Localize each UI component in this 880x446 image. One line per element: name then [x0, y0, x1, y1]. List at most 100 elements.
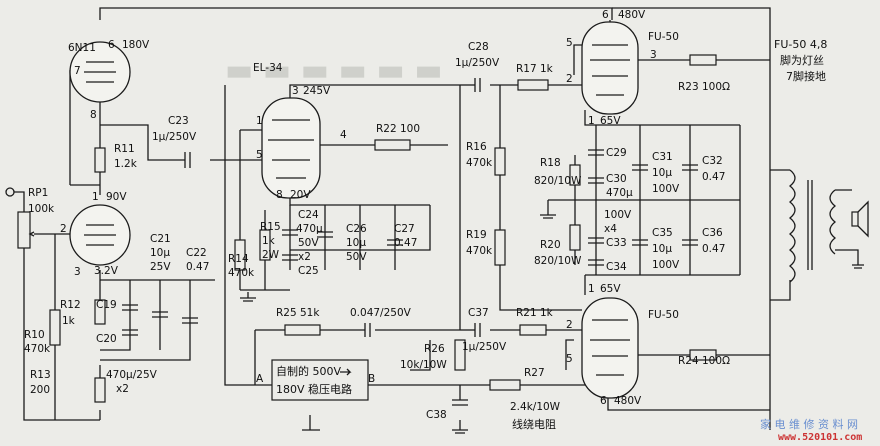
v4-pin-g1: 5 [566, 353, 573, 365]
v1-lower-cathode-v: 3.2V [94, 265, 119, 277]
speaker-icon [851, 200, 869, 238]
c22 [182, 317, 198, 324]
r11 [94, 147, 106, 173]
v4-name: FU-50 [648, 309, 679, 321]
c31-ref: C31 [652, 151, 673, 163]
r14-ref: R14 [228, 253, 249, 265]
c35-val: 10μ [652, 243, 672, 255]
c28 [474, 78, 481, 92]
c23-val: 1μ/250V [152, 131, 197, 143]
c26-val: 10μ [346, 237, 366, 249]
r19 [494, 229, 506, 266]
node-a: A [256, 373, 264, 385]
c29-ref: C29 [606, 147, 627, 159]
c23-ref: C23 [168, 115, 189, 127]
resistors [17, 54, 717, 403]
v2-name: EL-34 [253, 62, 283, 74]
c38 [452, 399, 468, 406]
c27-val: 0.47 [394, 237, 417, 249]
r15 [259, 229, 271, 261]
rp1-ref: RP1 [28, 187, 48, 199]
v3-pin-g3: 3 [650, 49, 657, 61]
v1-upper-plate-v: 180V [122, 39, 150, 51]
r23 [689, 54, 717, 66]
r25-label: R25 51k [276, 307, 320, 319]
v1-lower-pin-cathode: 3 [74, 266, 81, 278]
c24-count: x2 [298, 251, 311, 263]
r26 [454, 339, 466, 371]
c26-ref: C26 [346, 223, 367, 235]
r18-ref: R18 [540, 157, 561, 169]
r10-val: 470k [24, 343, 51, 355]
c26-volt: 50V [346, 251, 367, 263]
c36 [682, 239, 698, 246]
r24 [689, 349, 717, 361]
r15-ref: R15 [260, 221, 281, 233]
c29 [588, 149, 604, 156]
c24 [282, 229, 298, 236]
r20-ref: R20 [540, 239, 561, 251]
r27-ref: R27 [524, 367, 545, 379]
v1-lower-pin-plate: 1 [92, 191, 99, 203]
c27-ref: C27 [394, 223, 415, 235]
c34-ref: C34 [606, 261, 627, 273]
watermark-url: www.520101.com [778, 432, 862, 443]
r17-label: R17 1k [516, 63, 554, 75]
v1-upper-name: 6N11 [68, 42, 96, 54]
r17 [517, 79, 549, 91]
c24-volt: 50V [298, 237, 319, 249]
r19-ref: R19 [466, 229, 487, 241]
c28-ref: C28 [468, 41, 489, 53]
c37 [474, 323, 481, 337]
c35-ref: C35 [652, 227, 673, 239]
r14 [234, 239, 246, 271]
v4-pin-plate: 6 [600, 395, 607, 407]
r16-val: 470k [466, 157, 493, 169]
r12-val: 1k [62, 315, 76, 327]
c19 [122, 304, 138, 311]
v2-pin-g3: 4 [340, 129, 347, 141]
heater-note-1: FU-50 4,8 [774, 38, 827, 51]
c-047 [364, 323, 371, 337]
r21 [519, 324, 547, 336]
r11-ref: R11 [114, 143, 135, 155]
r20 [569, 224, 581, 251]
c21-volt: 25V [150, 261, 171, 273]
c19-20-val: 470μ/25V [106, 369, 158, 381]
regulator-line-1: 自制的 500V [276, 364, 341, 378]
v2-pin-plate: 3 [292, 85, 299, 97]
tube-fu50-bottom [581, 297, 639, 399]
c31-volt: 100V [652, 183, 680, 195]
regulator-line-2: 180V 稳压电路 [276, 382, 352, 396]
c29-30-val: 470μ [606, 187, 633, 199]
r12 [94, 299, 106, 325]
v2-plate-v: 245V [303, 85, 331, 97]
ground-symbols [240, 214, 864, 434]
c38-ref: C38 [426, 409, 447, 421]
tube-fu50-top [581, 21, 639, 115]
v1-upper-pin-cathode: 8 [90, 109, 97, 121]
r26-ref: R26 [424, 343, 445, 355]
c30-ref: C30 [606, 173, 627, 185]
r16-ref: R16 [466, 141, 487, 153]
c19-20-count: x2 [116, 383, 129, 395]
v3-pin-g2: 2 [566, 73, 573, 85]
c25-ref: C25 [298, 265, 319, 277]
r14-val: 470k [228, 267, 255, 279]
c31 [632, 164, 648, 171]
v3-plate-v: 480V [618, 9, 646, 21]
r22 [374, 139, 411, 151]
r19-val: 470k [466, 245, 493, 257]
node-b: B [368, 373, 375, 385]
tube-6n11-lower [69, 204, 131, 266]
c20 [122, 329, 138, 336]
c22-val: 0.47 [186, 261, 209, 273]
v2-pin-g2: 5 [256, 149, 263, 161]
c24-val: 470μ [296, 223, 323, 235]
r27-val: 2.4k/10W [510, 401, 561, 413]
r11-val: 1.2k [114, 158, 138, 170]
v1-lower-pin-grid: 2 [60, 223, 67, 235]
c37-val: 1μ/250V [462, 341, 507, 353]
